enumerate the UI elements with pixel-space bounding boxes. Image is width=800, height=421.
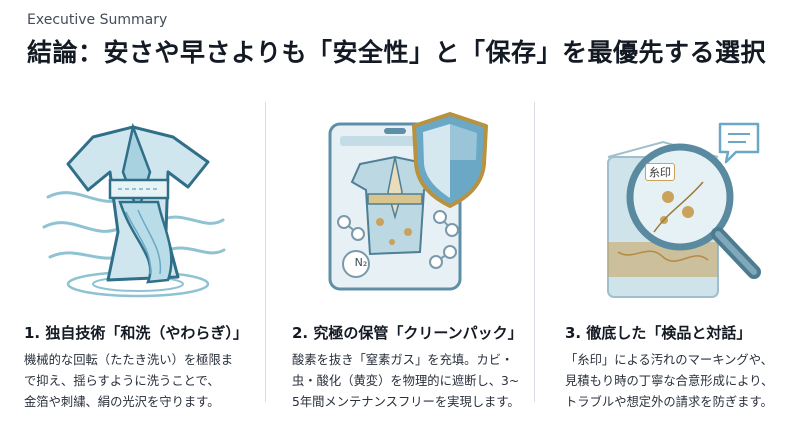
sealed-pack-shield-icon [266, 102, 534, 302]
feature-column-storage: N₂ 2. 究極の保管「クリーンパック」 酸素を抜き「窒素ガス」を充填。カビ・ … [266, 92, 534, 421]
description-line: 虫・酸化（黄変）を物理的に遮断し、3~ [292, 374, 520, 388]
feature-title: 1. 独自技術「和洗（やわらぎ）」 [24, 324, 248, 342]
description-line: 金箔や刺繍、絹の光沢を守ります。 [24, 395, 220, 409]
feature-column-inspection: 糸印 3. 徹底した「検品と対話」 「糸印」による汚れのマーキングや、 見積もり… [535, 92, 800, 421]
feature-description: 機械的な回転（たたき洗い）を極限ま で抑え、揺らすように洗うことで、 金箔や刺繍… [24, 350, 255, 413]
description-line: 機械的な回転（たたき洗い）を極限ま [24, 353, 234, 367]
description-line: 「糸印」による汚れのマーキングや、 [565, 353, 773, 367]
description-line: 酸素を抜き「窒素ガス」を充填。カビ・ [292, 353, 514, 367]
eyebrow-label: Executive Summary [27, 12, 168, 28]
description-line: トラブルや想定外の請求を防ぎます。 [565, 395, 773, 409]
page-title: 結論：安さや早さよりも「安全性」と「保存」を最優先する選択 [27, 38, 767, 67]
kimono-water-icon [0, 102, 265, 302]
column-divider [265, 102, 266, 402]
nitrogen-badge: N₂ [354, 256, 368, 269]
feature-columns: 1. 独自技術「和洗（やわらぎ）」 機械的な回転（たたき洗い）を極限ま で抑え、… [0, 92, 800, 421]
column-divider [534, 102, 535, 402]
magnifier-inspection-icon [535, 102, 800, 302]
description-line: で抑え、揺らすように洗うことで、 [24, 374, 220, 388]
feature-title: 3. 徹底した「検品と対話」 [565, 324, 752, 342]
feature-title: 2. 究極の保管「クリーンパック」 [292, 324, 523, 342]
feature-column-washing: 1. 独自技術「和洗（やわらぎ）」 機械的な回転（たたき洗い）を極限ま で抑え、… [0, 92, 265, 421]
feature-description: 「糸印」による汚れのマーキングや、 見積もり時の丁寧な合意形成により、 トラブル… [565, 350, 790, 413]
description-line: 見積もり時の丁寧な合意形成により、 [565, 374, 774, 388]
feature-description: 酸素を抜き「窒素ガス」を充填。カビ・ 虫・酸化（黄変）を物理的に遮断し、3~ 5… [292, 350, 524, 413]
thread-mark-tag: 糸印 [645, 163, 675, 181]
description-line: 5年間メンテナンスフリーを実現します。 [292, 395, 520, 409]
